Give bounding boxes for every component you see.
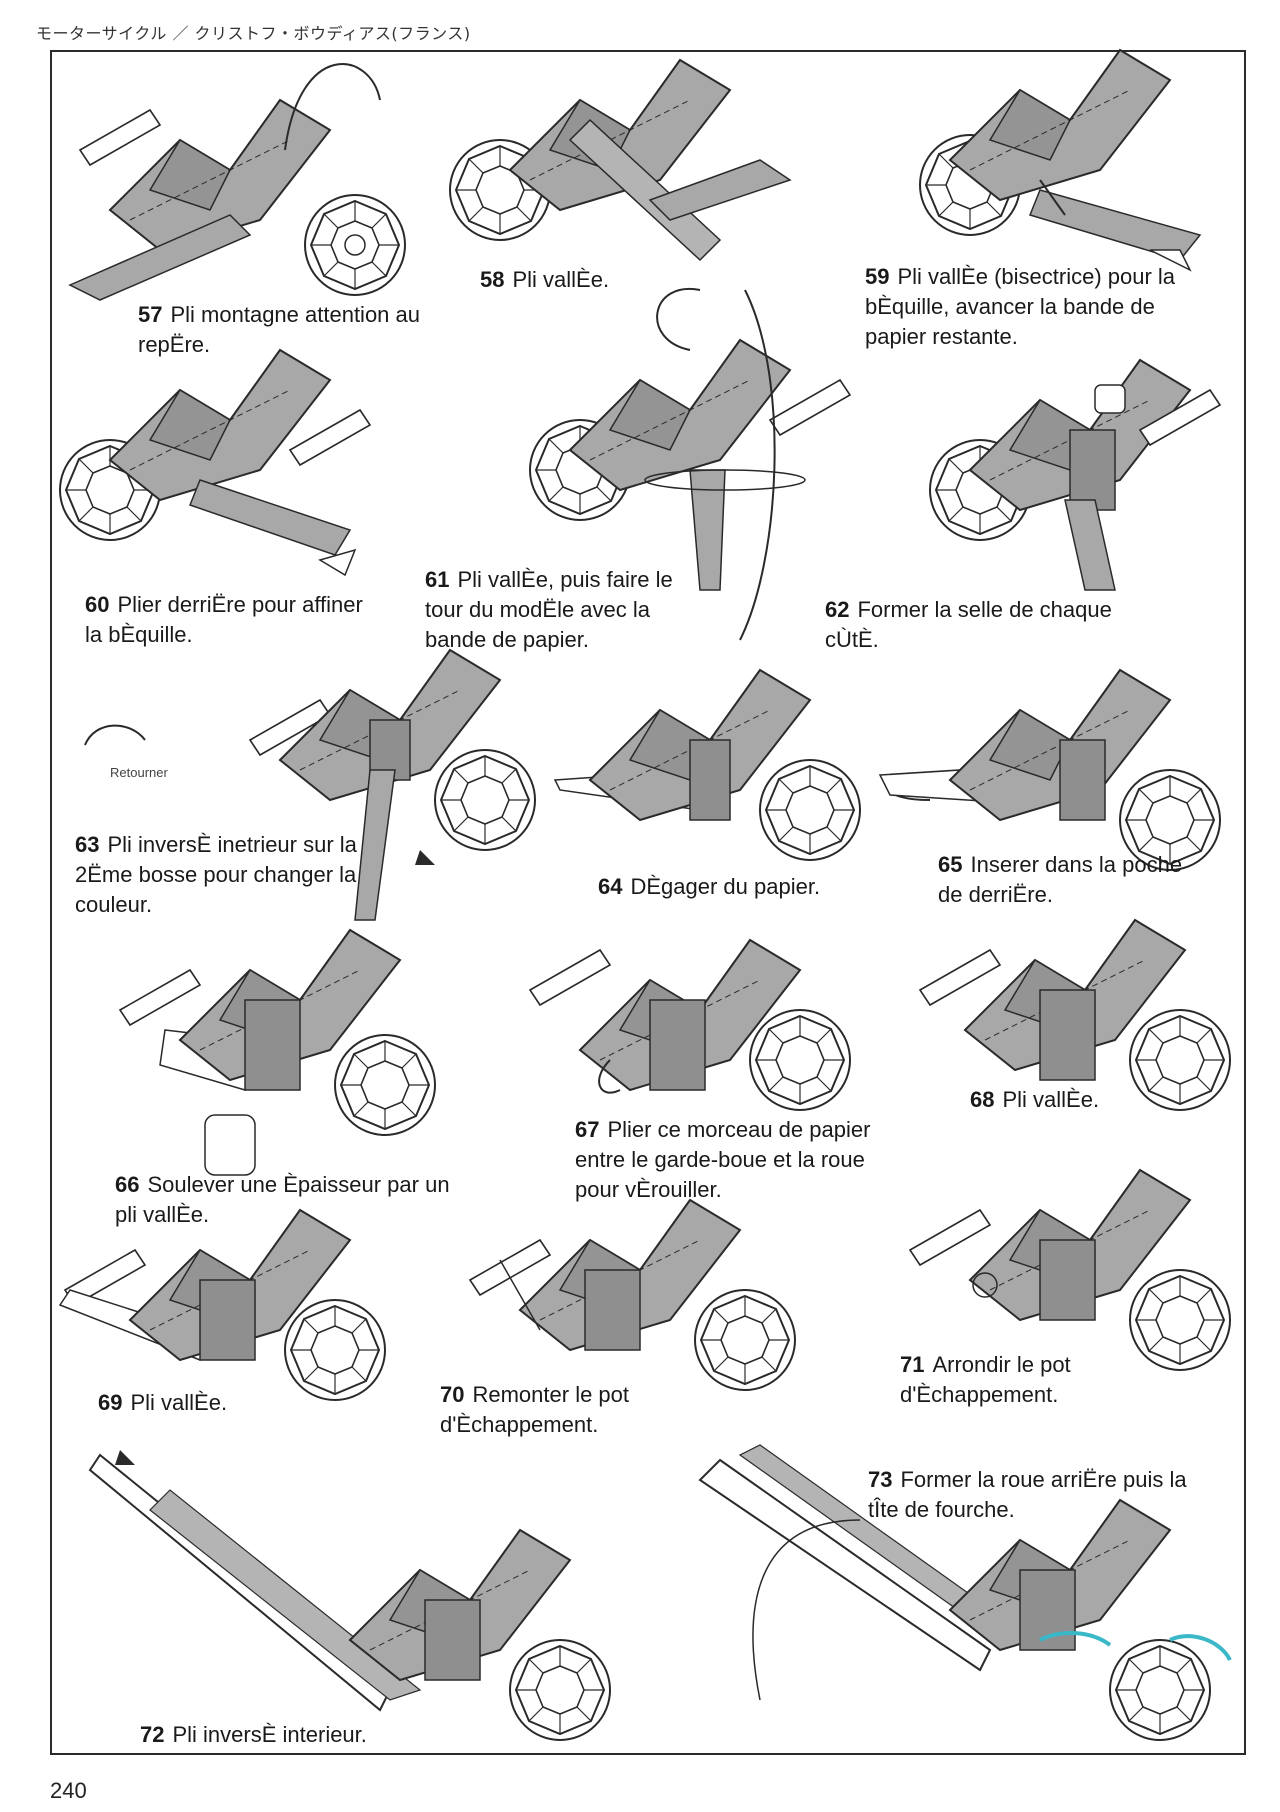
step-number: 60: [85, 592, 110, 617]
step-58-caption: 58 Pli vallÈe.: [480, 265, 680, 295]
turn-over-label: Retourner: [110, 765, 168, 780]
step-text: Pli vallÈe.: [130, 1390, 228, 1415]
step-text: Pli vallÈe.: [512, 267, 610, 292]
diagram-step-71: [909, 1169, 1231, 1371]
diagram-step-69: [58, 1209, 386, 1401]
diagram-step-61: [529, 287, 851, 641]
diagram-step-72: [88, 1450, 611, 1741]
step-text: Pli vallÈe, puis faire le tour du modËle…: [425, 567, 673, 652]
page-header: モーターサイクル ／ クリストフ・ボウディアス(フランス): [36, 24, 471, 43]
step-number: 62: [825, 597, 850, 622]
step-69-caption: 69 Pli vallÈe.: [98, 1388, 298, 1418]
step-number: 59: [865, 264, 890, 289]
diagram-step-59: [919, 49, 1202, 272]
step-number: 73: [868, 1467, 893, 1492]
step-number: 57: [138, 302, 163, 327]
step-68-caption: 68 Pli vallÈe.: [970, 1085, 1190, 1115]
step-number: 70: [440, 1382, 465, 1407]
diagram-step-62: [929, 359, 1221, 591]
step-number: 68: [970, 1087, 995, 1112]
diagram-step-67: [529, 939, 851, 1111]
step-text: Plier derriËre pour affiner la bÈquille.: [85, 592, 363, 647]
step-number: 58: [480, 267, 505, 292]
diagram-step-73: [698, 1444, 1232, 1741]
diagram-step-60: [59, 349, 371, 577]
diagram-step-64: [553, 669, 861, 861]
step-text: Former la roue arriËre puis la tÎte de f…: [868, 1467, 1187, 1522]
step-text: Pli vallÈe.: [1002, 1087, 1100, 1112]
step-text: DÈgager du papier.: [630, 874, 821, 899]
step-number: 66: [115, 1172, 140, 1197]
step-text: Plier ce morceau de papier entre le gard…: [575, 1117, 871, 1202]
step-text: Former la selle de chaque cÙtÈ.: [825, 597, 1112, 652]
step-64-caption: 64 DÈgager du papier.: [598, 872, 898, 902]
step-text: Pli vallÈe (bisectrice) pour la bÈquille…: [865, 264, 1176, 349]
step-number: 67: [575, 1117, 600, 1142]
step-number: 69: [98, 1390, 123, 1415]
step-text: Remonter le pot d'Èchappement.: [440, 1382, 630, 1437]
step-text: Pli montagne attention au repËre.: [138, 302, 420, 357]
step-text: Arrondir le pot d'Èchappement.: [900, 1352, 1071, 1407]
step-text: Soulever une Èpaisseur par un pli vallÈe…: [115, 1172, 450, 1227]
diagram-step-57: [68, 63, 406, 301]
step-text: Pli inversÈ interieur.: [172, 1722, 367, 1747]
step-number: 64: [598, 874, 623, 899]
diagram-step-65: [878, 669, 1221, 871]
step-number: 65: [938, 852, 963, 877]
diagram-step-66: [119, 929, 436, 1176]
step-text: Inserer dans la poche de derriËre.: [938, 852, 1183, 907]
diagram-step-63: [84, 649, 536, 921]
step-number: 61: [425, 567, 450, 592]
step-text: Pli inversÈ inetrieur sur la 2Ëme bosse …: [75, 832, 357, 917]
diagram-step-58: [449, 59, 792, 262]
step-number: 63: [75, 832, 100, 857]
diagram-step-68: [919, 919, 1231, 1111]
step-number: 72: [140, 1722, 165, 1747]
diagram-frame: [50, 50, 1246, 1755]
step-72-caption: 72 Pli inversÈ interieur.: [140, 1720, 500, 1750]
diagram-step-70: [469, 1199, 796, 1391]
step-number: 71: [900, 1352, 925, 1377]
page-number: 240: [50, 1778, 87, 1803]
